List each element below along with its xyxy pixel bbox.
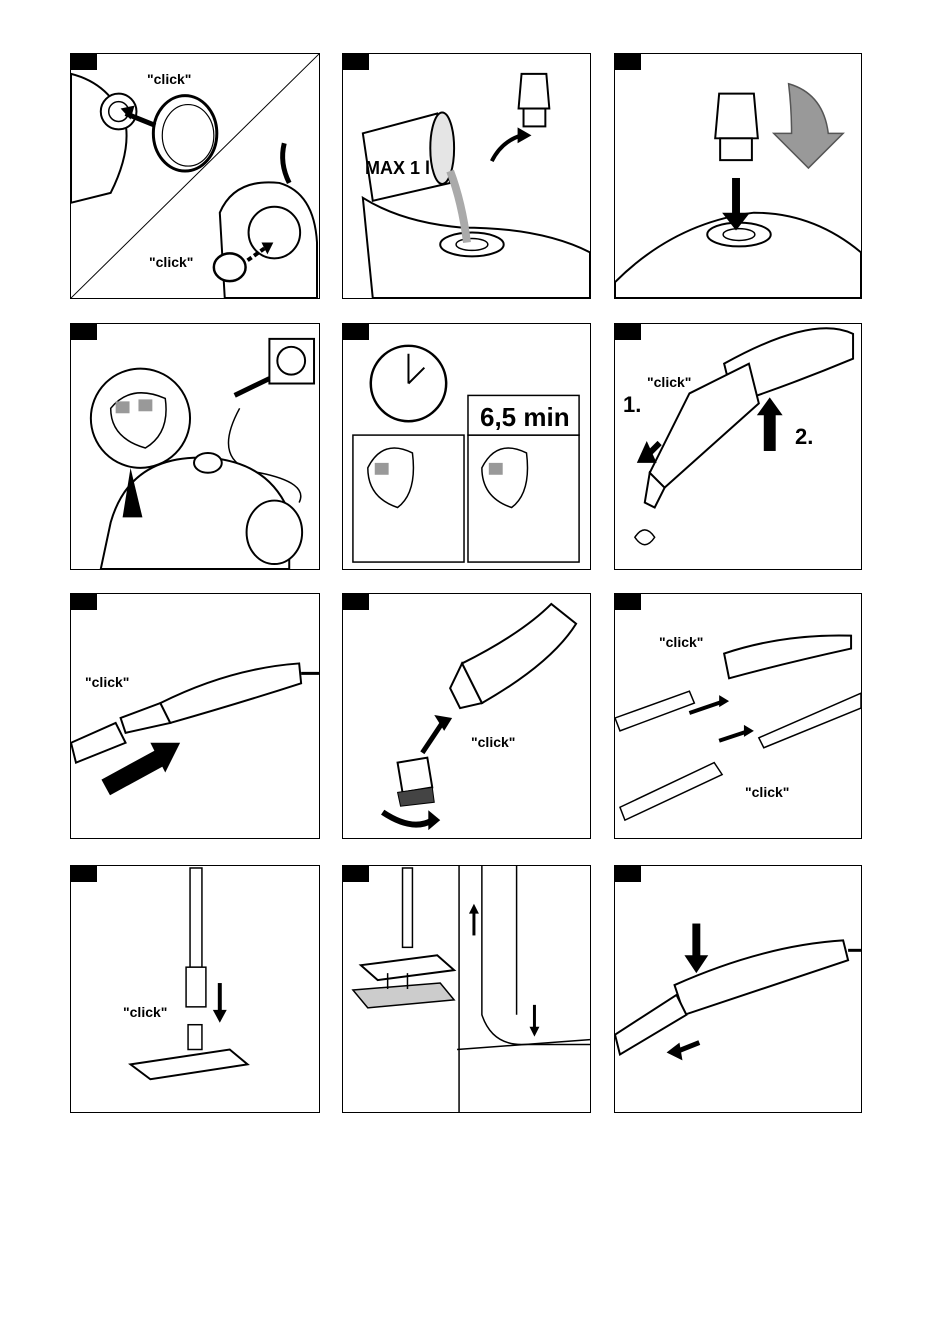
panel-11 xyxy=(342,865,591,1113)
illustration-attach-brush xyxy=(343,594,590,838)
panel-3 xyxy=(614,53,862,299)
click-label: "click" xyxy=(745,784,789,800)
click-label: "click" xyxy=(85,674,129,690)
panel-6: "click" 1. 2. xyxy=(614,323,862,570)
step-1-label: 1. xyxy=(623,392,641,418)
panel-5: 6,5 min xyxy=(342,323,591,570)
panel-12 xyxy=(614,865,862,1113)
heatup-time-label: 6,5 min xyxy=(480,402,570,433)
click-label: "click" xyxy=(147,71,191,87)
click-label: "click" xyxy=(647,374,691,390)
illustration-attach-cloth xyxy=(343,866,590,1112)
illustration-heatup-wait xyxy=(343,324,590,569)
illustration-plug-in xyxy=(71,324,319,569)
step-2-label: 2. xyxy=(795,424,813,450)
panel-4 xyxy=(70,323,320,570)
illustration-attach-floor-nozzle xyxy=(71,866,319,1112)
illustration-connect-tube xyxy=(71,594,319,838)
illustration-release-button xyxy=(615,866,861,1112)
click-label: "click" xyxy=(149,254,193,270)
panel-9: "click" "click" xyxy=(614,593,862,839)
panel-7: "click" xyxy=(70,593,320,839)
click-label: "click" xyxy=(123,1004,167,1020)
max-fill-label: MAX 1 l xyxy=(365,158,430,179)
panel-1: "click" "click" xyxy=(70,53,320,299)
illustration-extension-tubes xyxy=(615,594,861,838)
panel-8: "click" xyxy=(342,593,591,839)
click-label: "click" xyxy=(471,734,515,750)
illustration-cap-click xyxy=(71,54,319,298)
panel-2: MAX 1 l xyxy=(342,53,591,299)
illustration-attach-nozzle xyxy=(615,324,861,569)
click-label: "click" xyxy=(659,634,703,650)
illustration-close-cap xyxy=(615,54,861,298)
panel-10: "click" xyxy=(70,865,320,1113)
